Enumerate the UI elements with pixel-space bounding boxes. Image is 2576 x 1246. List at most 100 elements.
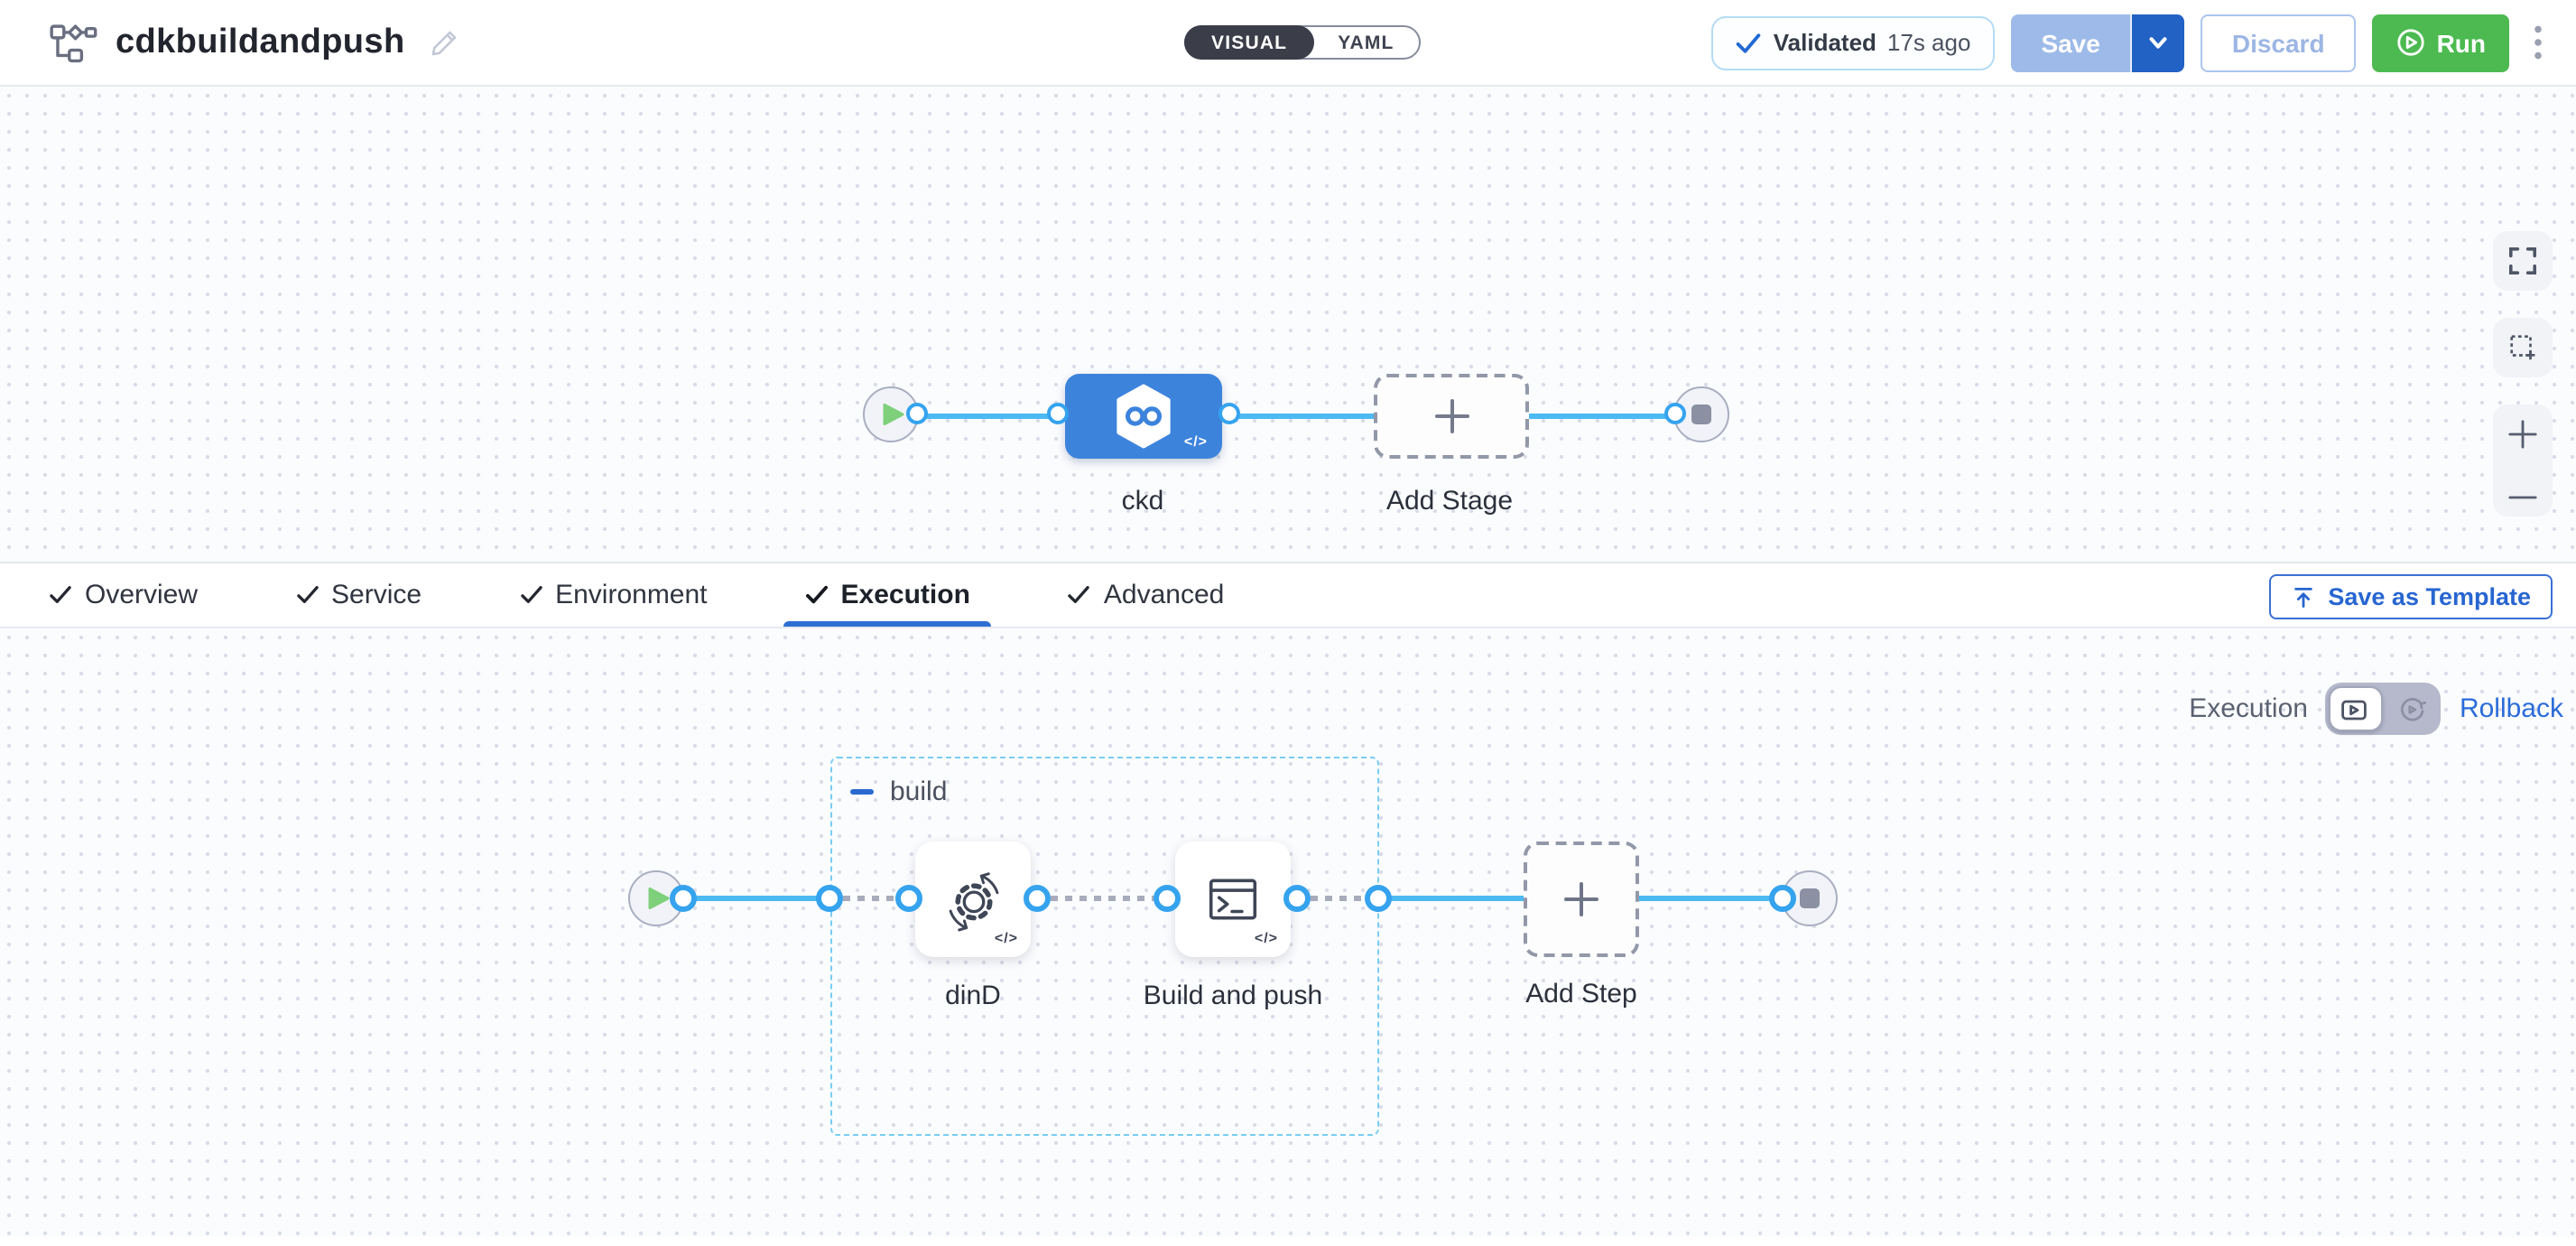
validated-badge[interactable]: Validated 17s ago <box>1711 15 1995 70</box>
execution-canvas[interactable]: Execution Rollback <box>0 628 2576 1237</box>
code-indicator: </> <box>994 930 1018 946</box>
add-stage-button[interactable] <box>1374 374 1529 459</box>
check-icon <box>49 585 72 605</box>
edit-pencil-icon[interactable] <box>431 28 459 57</box>
save-as-template-button[interactable]: Save as Template <box>2268 574 2553 619</box>
connector-dashed-line <box>843 896 908 901</box>
step-node-dind[interactable]: </> <box>915 842 1031 957</box>
play-circle-icon <box>2395 27 2426 58</box>
tab-advanced[interactable]: Advanced <box>1046 563 1246 627</box>
tab-label: Advanced <box>1103 580 1225 610</box>
group-header: build <box>850 776 947 807</box>
step-group-build[interactable]: build <box>830 757 1379 1136</box>
view-mode-toggle <box>2325 683 2442 735</box>
connector-dashed-line <box>1311 896 1374 901</box>
plus-icon <box>1432 397 1470 435</box>
marquee-select-icon[interactable] <box>2493 318 2553 377</box>
stage-node-ckd[interactable]: </> <box>1065 374 1222 459</box>
tab-environment[interactable]: Environment <box>497 563 728 627</box>
node-port[interactable] <box>1154 885 1181 912</box>
node-port[interactable] <box>1024 885 1051 912</box>
header-actions: Validated 17s ago Save Discard <box>1711 0 2551 85</box>
node-port[interactable] <box>1769 885 1796 912</box>
stage-canvas[interactable]: </> ckd Add Stage <box>0 87 2576 562</box>
play-triangle-icon <box>882 403 903 426</box>
upload-icon <box>2290 584 2315 609</box>
node-port[interactable] <box>895 885 922 912</box>
tab-label: Service <box>331 580 422 610</box>
validated-check-icon <box>1736 30 1763 55</box>
zoom-out-icon[interactable] <box>2493 493 2553 502</box>
connector-line <box>1222 414 1377 418</box>
validated-label: Validated <box>1773 29 1876 56</box>
visual-yaml-toggle: VISUAL YAML <box>1184 25 1422 60</box>
code-indicator: </> <box>1254 930 1278 946</box>
group-label: build <box>890 776 948 807</box>
toggle-visual[interactable]: VISUAL <box>1184 25 1315 60</box>
zoom-controls <box>2493 404 2553 516</box>
execution-rollback-switch: Execution Rollback <box>2189 683 2563 735</box>
run-label: Run <box>2436 28 2486 57</box>
zoom-in-icon[interactable] <box>2493 419 2553 450</box>
stage-config-tabbar: Overview Service Environment Execution <box>0 562 2576 628</box>
stage-name-label: ckd <box>1121 486 1164 516</box>
tab-label: Overview <box>85 580 199 610</box>
run-button[interactable]: Run <box>2371 14 2509 71</box>
connector-line <box>892 414 1065 418</box>
toggle-yaml[interactable]: YAML <box>1338 32 1395 53</box>
validated-time: 17s ago <box>1886 29 1971 56</box>
save-button[interactable]: Save <box>2010 14 2131 71</box>
add-step-label: Add Step <box>1525 979 1637 1009</box>
chevron-down-icon <box>2147 31 2171 54</box>
pipeline-start-node[interactable] <box>863 386 919 442</box>
node-port[interactable] <box>1047 403 1069 424</box>
connector-line <box>657 896 834 901</box>
check-icon <box>519 585 542 605</box>
hexagon-infinity-icon <box>1112 383 1175 450</box>
pipeline-header: cdkbuildandpush VISUAL YAML Validated <box>0 0 2576 87</box>
code-indicator: </> <box>1183 433 1208 450</box>
node-port[interactable] <box>1283 885 1311 912</box>
tab-label: Execution <box>840 580 970 610</box>
execution-view-label: Execution <box>2189 693 2308 724</box>
connector-line <box>1525 414 1681 418</box>
connector-line <box>1635 896 1787 901</box>
terminal-icon <box>1200 867 1265 932</box>
check-icon <box>1068 585 1091 605</box>
node-port[interactable] <box>816 885 843 912</box>
node-port[interactable] <box>670 885 697 912</box>
kebab-menu-icon[interactable] <box>2525 14 2551 71</box>
tab-service[interactable]: Service <box>273 563 443 627</box>
check-icon <box>805 585 829 605</box>
save-split-button: Save <box>2010 14 2185 71</box>
fullscreen-icon[interactable] <box>2493 231 2553 291</box>
tab-label: Environment <box>555 580 708 610</box>
discard-button[interactable]: Discard <box>2201 14 2356 71</box>
header-left: cdkbuildandpush <box>49 0 459 85</box>
tab-execution[interactable]: Execution <box>783 563 992 627</box>
tab-overview[interactable]: Overview <box>27 563 219 627</box>
plus-icon <box>1561 879 1601 919</box>
rollback-view-icon[interactable] <box>2384 683 2442 735</box>
tabs: Overview Service Environment Execution <box>27 563 1246 627</box>
rollback-link[interactable]: Rollback <box>2459 693 2563 724</box>
step-name-label: dinD <box>945 981 1001 1011</box>
node-port[interactable] <box>1664 403 1686 424</box>
node-port[interactable] <box>906 403 928 424</box>
node-port[interactable] <box>1219 403 1240 424</box>
execution-view-icon[interactable] <box>2326 683 2384 735</box>
add-stage-label: Add Stage <box>1385 486 1514 516</box>
step-node-build-and-push[interactable]: </> <box>1175 842 1291 957</box>
add-step-button[interactable] <box>1524 842 1639 957</box>
stop-square-icon <box>1800 888 1820 908</box>
pipeline-title: cdkbuildandpush <box>116 23 405 60</box>
save-options-button[interactable] <box>2130 14 2185 71</box>
node-port[interactable] <box>1365 885 1392 912</box>
stop-square-icon <box>1691 404 1711 424</box>
gear-sync-icon <box>940 866 1006 933</box>
collapse-group-icon[interactable] <box>850 789 874 795</box>
pipeline-icon <box>49 22 97 63</box>
save-as-template-label: Save as Template <box>2328 583 2531 610</box>
step-name-label: Build and push <box>1143 981 1323 1011</box>
